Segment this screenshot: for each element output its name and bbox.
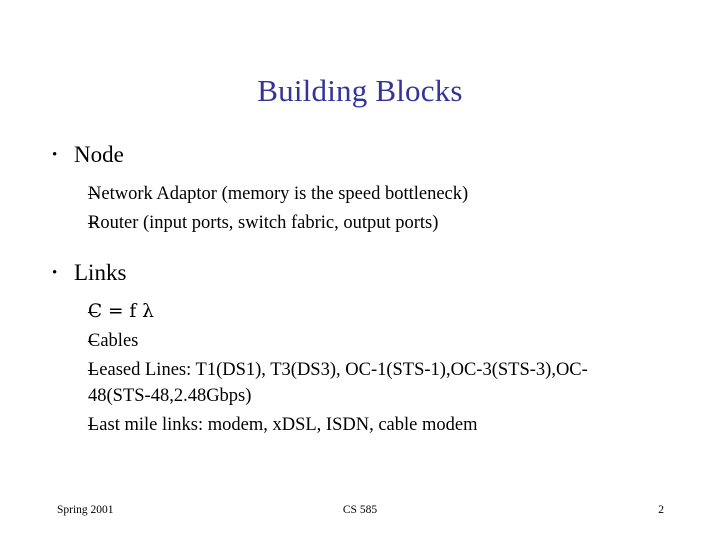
footer-term: Spring 2001: [57, 504, 114, 516]
page-title: Building Blocks: [257, 73, 463, 108]
sub-bullet-label-leased-lines: Leased Lines: T1(DS1), T3(DS3), OC-1(STS…: [88, 360, 588, 406]
bullet-label-links: Links: [74, 260, 127, 285]
sub-bullet-group-node: – Network Adaptor (memory is the speed b…: [46, 181, 686, 236]
sub-bullet-label: Network Adaptor (memory is the speed bot…: [88, 184, 469, 204]
sub-bullet-item: – Leased Lines: T1(DS1), T3(DS3), OC-1(S…: [46, 357, 686, 409]
spacer: [46, 290, 686, 296]
bullet-icon: •: [52, 265, 58, 281]
sub-bullet-label: Cables: [88, 331, 139, 351]
dash-icon: –: [88, 331, 98, 351]
spacer: [46, 242, 686, 258]
dash-icon: –: [88, 415, 98, 435]
footer-course: CS 585: [342, 504, 378, 516]
dash-icon: –: [88, 360, 98, 380]
bullet-item-links: • Links: [46, 258, 686, 288]
sub-bullet-item: – Cables: [46, 328, 686, 354]
dash-icon: –: [88, 184, 98, 204]
sub-bullet-label: Last mile links: modem, xDSL, ISDN, cabl…: [88, 415, 478, 435]
dash-icon: –: [88, 213, 98, 233]
sub-bullet-label: Router (input ports, switch fabric, outp…: [88, 213, 439, 233]
sub-bullet-item: – Router (input ports, switch fabric, ou…: [46, 210, 686, 236]
slide-footer: Spring 2001 CS 585 2: [0, 502, 720, 518]
slide-body: • Node – Network Adaptor (memory is the …: [46, 140, 686, 444]
spacer: [46, 172, 686, 178]
sub-bullet-item: – Network Adaptor (memory is the speed b…: [46, 181, 686, 207]
sub-bullet-label-capacity-formula: C = f λ: [88, 301, 154, 322]
footer-page-number: 2: [658, 504, 664, 516]
sub-bullet-group-links: – C = f λ – Cables – Leased Lines: T1(DS…: [46, 299, 686, 438]
dash-icon: –: [88, 302, 98, 322]
bullet-label-node: Node: [74, 142, 124, 167]
sub-bullet-item: – C = f λ: [46, 299, 686, 325]
bullet-icon: •: [52, 147, 58, 163]
bullet-item-node: • Node: [46, 140, 686, 170]
sub-bullet-item: – Last mile links: modem, xDSL, ISDN, ca…: [46, 412, 686, 438]
